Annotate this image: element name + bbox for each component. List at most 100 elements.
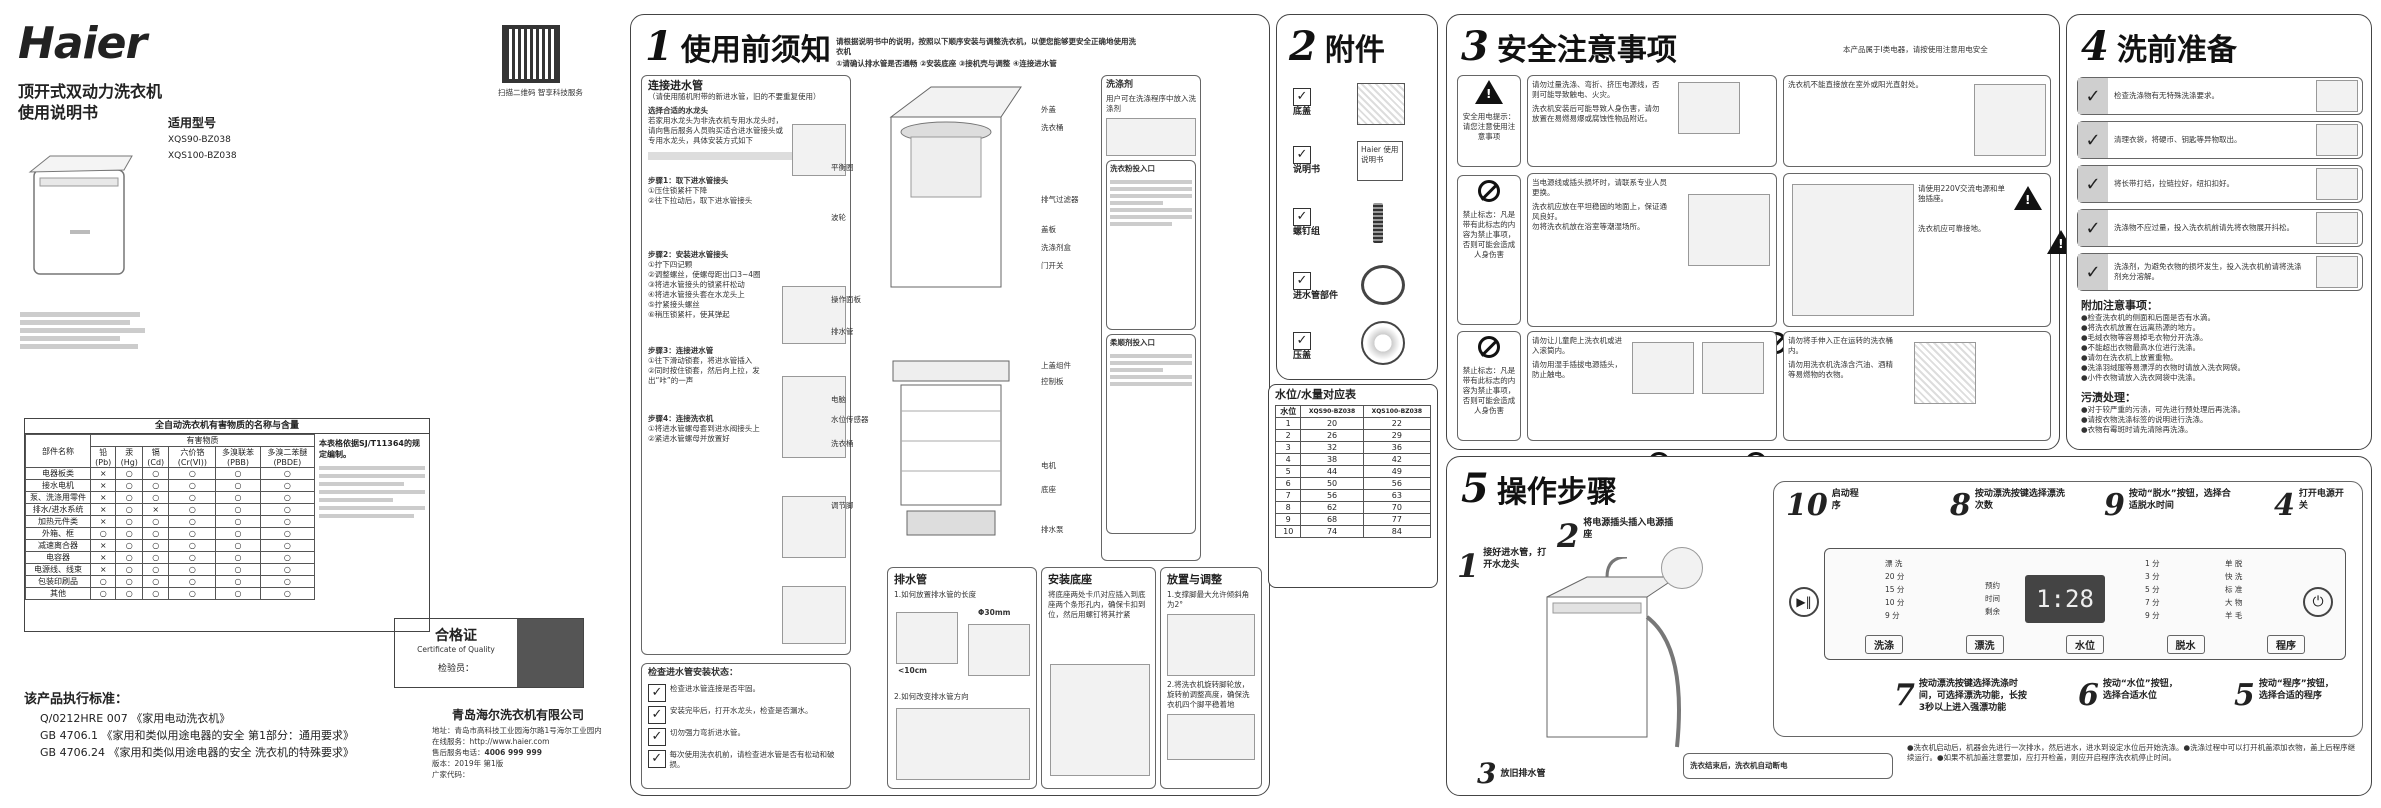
hotline-row: 售后服务电话：4006 999 999 [432,748,542,758]
checkmark-icon: ✓ [2078,122,2108,158]
prep-illustration [2316,212,2358,244]
qr-code[interactable] [502,25,560,83]
washer-illustration [20,150,140,280]
standard-2: GB 4706.1 《家用和类似用途电器的安全 第1部分：通用要求》 [40,729,355,742]
check-icon: ✓ [648,728,666,746]
safety-card: 请勿将手伸入正在运转的洗衣桶内。 请勿用洗衣机洗涤含汽油、酒精等易燃物的衣物。 [1783,331,2064,480]
safety-text: 洗衣机应放在平坦稳固的地面上，保证通风良好。 [1532,202,1667,221]
models-label: 适用型号 [168,116,217,130]
check-item: 检查进水管连接是否牢固。 [670,684,760,693]
cert-title: 合格证 [435,628,477,644]
rinse-button[interactable]: 漂洗 [1965,635,2004,654]
table-row: 泵、洗涤用零件 [25,491,91,504]
level-adjust-box: 放置与调整 1.支撑脚最大允许倾斜角为2° 2.将洗衣机旋转脚轮放，旋转前调整高… [1160,567,1262,789]
accessory-label: 说明书 [1293,165,1321,175]
checkmark-icon: ✓ [2078,166,2108,202]
step1-illustration [782,286,846,344]
section-1-intro-steps: ①请确认排水管是否通畅 ②安装底座 ③接机壳与调整 ④连接进水管 [836,59,1057,68]
step-number: 10 [1786,488,1828,523]
panel-label: 9 分 [2145,611,2160,620]
part-label: 波轮 [831,213,846,222]
check-icon: ✓ [648,750,666,768]
col-head: 多溴联苯(PBB) [215,446,261,468]
base-cover-icon [1357,83,1405,125]
model-1: XQS90-BZ038 [168,135,231,145]
panel-label: 20 分 [1885,572,1905,581]
panel-label: 7 分 [2145,598,2160,607]
additional-note: ●不能超出衣物最高水位进行洗涤。 [2081,343,2201,352]
panel-label: 单 脱 [2225,559,2243,568]
prep-item: ✓ 洗涤物不应过量，投入洗衣机前请先将衣物展开抖松。 [2077,209,2363,247]
hazard-table: 部件名称 有害物质 铅(Pb) 汞(Hg) 镉(Cd) 六价铬(Cr(VI)) … [25,434,316,600]
level-text-1: 1.支撑脚最大允许倾斜角为2° [1167,590,1250,609]
check-icon: ✓ [1293,208,1311,226]
part-label: 上盖组件 [1041,361,1071,370]
washer-top-diagram [871,77,1031,297]
step1-item: ②往下拉动后，取下进水管接头 [648,196,753,205]
accessory-label: 底盖 [1293,107,1312,117]
program-button[interactable]: 程序 [2267,635,2305,654]
table-row: 其他 [25,587,91,600]
cover-title-2: 使用说明书 [18,103,99,122]
safety-illustration [1974,84,2046,156]
section-operation: 5 操作步骤 1 接好进水管，打开水龙头 2 将电源插头插入电源插座 3 放旧排… [1446,456,2372,796]
check-title: 检查进水管安装状态： [648,668,739,678]
panel-button-row: 洗涤 漂洗 水位 脱水 程序 [1865,635,2305,654]
additional-note: ●毛绒衣物等容易掉毛衣物分开洗涤。 [2081,333,2208,342]
level-illustration [1167,614,1255,676]
spin-button[interactable]: 脱水 [2166,635,2205,654]
qr-caption: 扫描二维码 智享科技服务 [498,88,583,97]
prohibit-legend-text-2: 禁止标志：凡是带有此标志的内容为禁止事项，否则可能会造成人身伤害 [1462,366,1516,415]
wash-button[interactable]: 洗涤 [1865,635,1903,654]
section-3-heading: 安全注意事项 [1496,32,1677,68]
stain-title: 污渍处理： [2081,391,2136,404]
accessory-label: 进水管部件 [1293,291,1339,301]
safety-text: 洗衣机应可靠接地。 [1918,224,1986,233]
start-button[interactable]: ▶‖ [1789,587,1819,617]
step2-item: ③将进水管接头的锁紧杆松动 [648,280,745,289]
section-5-title: 5 操作步骤 [1461,465,1617,512]
step-text: 按动“脱水”按钮，选择合适脱水时间 [2128,489,2231,511]
col-head: XQS100-BZ038 [1362,405,1432,418]
step-text: 将电源插头插入电源插座 [1583,518,1674,540]
safety-illustration [1678,82,1740,134]
safety-text: 当电源线或插头损坏时，请联系专业人员更换。 [1532,178,1667,197]
prep-text: 将长带打结，拉链拉好，纽扣扣好。 [2114,179,2234,188]
part-label: 水位传感器 [831,415,869,424]
warning-triangle-icon: ! [1475,80,1503,104]
press-cover-icon [1361,321,1405,365]
col-head: 多溴二苯醚(PBDE) [259,446,316,468]
water-level-button[interactable]: 水位 [2066,635,2104,654]
hazard-table-note: 本表格依据SJ/T11364的规定编制。 [319,439,420,459]
step2-item: ④将进水管接头套在水龙头上 [648,290,745,299]
additional-notes-title: 附加注意事项： [2081,299,2158,312]
check-item: 每次使用洗衣机前，请检查进水管是否有松动和破损。 [669,750,835,769]
panel-label: 羊 毛 [2225,611,2243,620]
power-plug-illustration [1661,547,1703,589]
additional-note: ●请勿在洗衣机上放置重物。 [2081,353,2178,362]
step2-title: 步骤2：安装进水管接头 [648,250,729,259]
step4-illustration [782,586,846,644]
part-label: 排水管 [831,327,854,336]
panel-label: 剩余 [1985,607,2000,616]
power-button[interactable]: ⏻ [2303,587,2333,617]
table-row: 排水/进水系统 [25,503,91,516]
step-text: 启动程序 [1831,489,1859,511]
safety-text: 请勿用洗衣机洗涤含汽油、酒精等易燃物的衣物。 [1788,360,1893,379]
part-label: 洗衣桶 [831,439,854,448]
safety-card: 请勿过量洗涤、弯折、挤压电源线，否则可能导致触电、火灾。 洗衣机安装后可能导致人… [1527,75,1777,206]
edition-date: 版本：2019年 第1版 [432,759,504,768]
cover-fine-print [20,312,150,352]
hazard-table-title: 全自动洗衣机有害物质的名称与含量 [25,419,429,434]
cert-inspector: 检验员： [437,664,474,674]
table-row: 包装印刷品 [25,575,91,588]
step-number: 7 [1894,678,1915,713]
accessory-item: ✓ 底盖 [1293,85,1311,118]
safety-text: 洗衣机安装后可能导致人身伤害，请勿放置在易燃易爆或腐蚀性物品附近。 [1532,104,1660,123]
hazard-table-box: 全自动洗衣机有害物质的名称与含量 部件名称 有害物质 铅(Pb) 汞(Hg) 镉… [24,418,430,632]
